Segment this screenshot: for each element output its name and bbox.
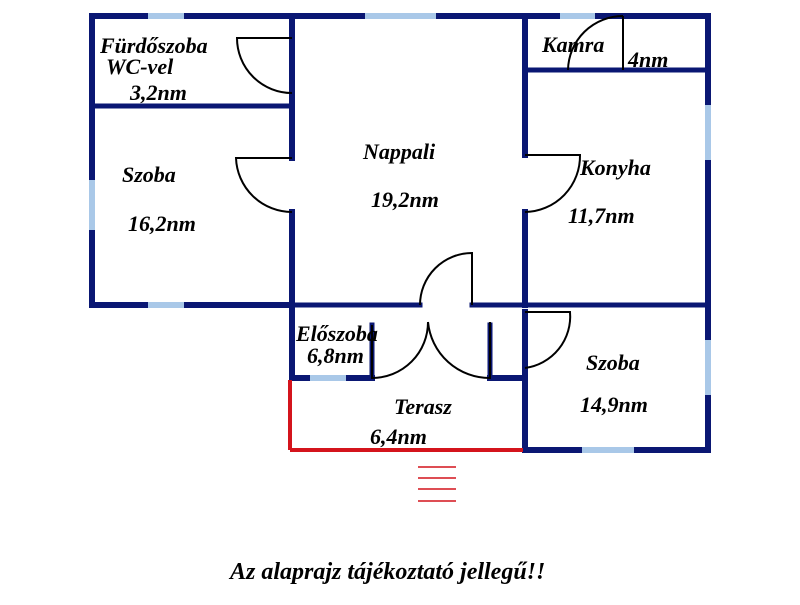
pantry-name: Kamra [541, 32, 604, 57]
living-area: 19,2nm [371, 187, 439, 212]
door-entrance-left [371, 321, 429, 380]
hall-area: 6,8nm [307, 343, 364, 368]
door-bedroom-right [524, 311, 572, 369]
bedroom-left-name: Szoba [122, 162, 176, 187]
door-pantry [567, 15, 624, 71]
kitchen-area: 11,7nm [568, 203, 635, 228]
room-labels: Fürdőszoba WC-vel 3,2nm Szoba 16,2nm Nap… [99, 32, 668, 449]
terrace-area: 6,4nm [370, 424, 427, 449]
disclaimer-note: Az alaprajz tájékoztató jellegű!! [228, 559, 545, 585]
terrace-outline [288, 380, 523, 452]
bedroom-left-area: 16,2nm [128, 211, 196, 236]
doors [234, 15, 624, 380]
living-name: Nappali [362, 139, 436, 164]
bedroom-right-name: Szoba [586, 350, 640, 375]
terrace-name: Terasz [394, 394, 452, 419]
door-entrance-right [427, 321, 491, 380]
pantry-area: 4nm [627, 47, 668, 72]
bathroom-area: 3,2nm [129, 80, 187, 105]
bathroom-name-line1: Fürdőszoba [99, 33, 208, 58]
windows [89, 13, 711, 453]
entrance-steps [418, 466, 456, 502]
bathroom-name-line2: WC-vel [106, 54, 174, 79]
door-bathroom [235, 37, 293, 94]
hall-name: Előszoba [295, 321, 378, 346]
bedroom-right-area: 14,9nm [580, 392, 648, 417]
door-bedroom-left [234, 157, 293, 213]
door-kitchen [524, 154, 582, 213]
door-living-hall [419, 251, 473, 306]
kitchen-name: Konyha [579, 155, 651, 180]
